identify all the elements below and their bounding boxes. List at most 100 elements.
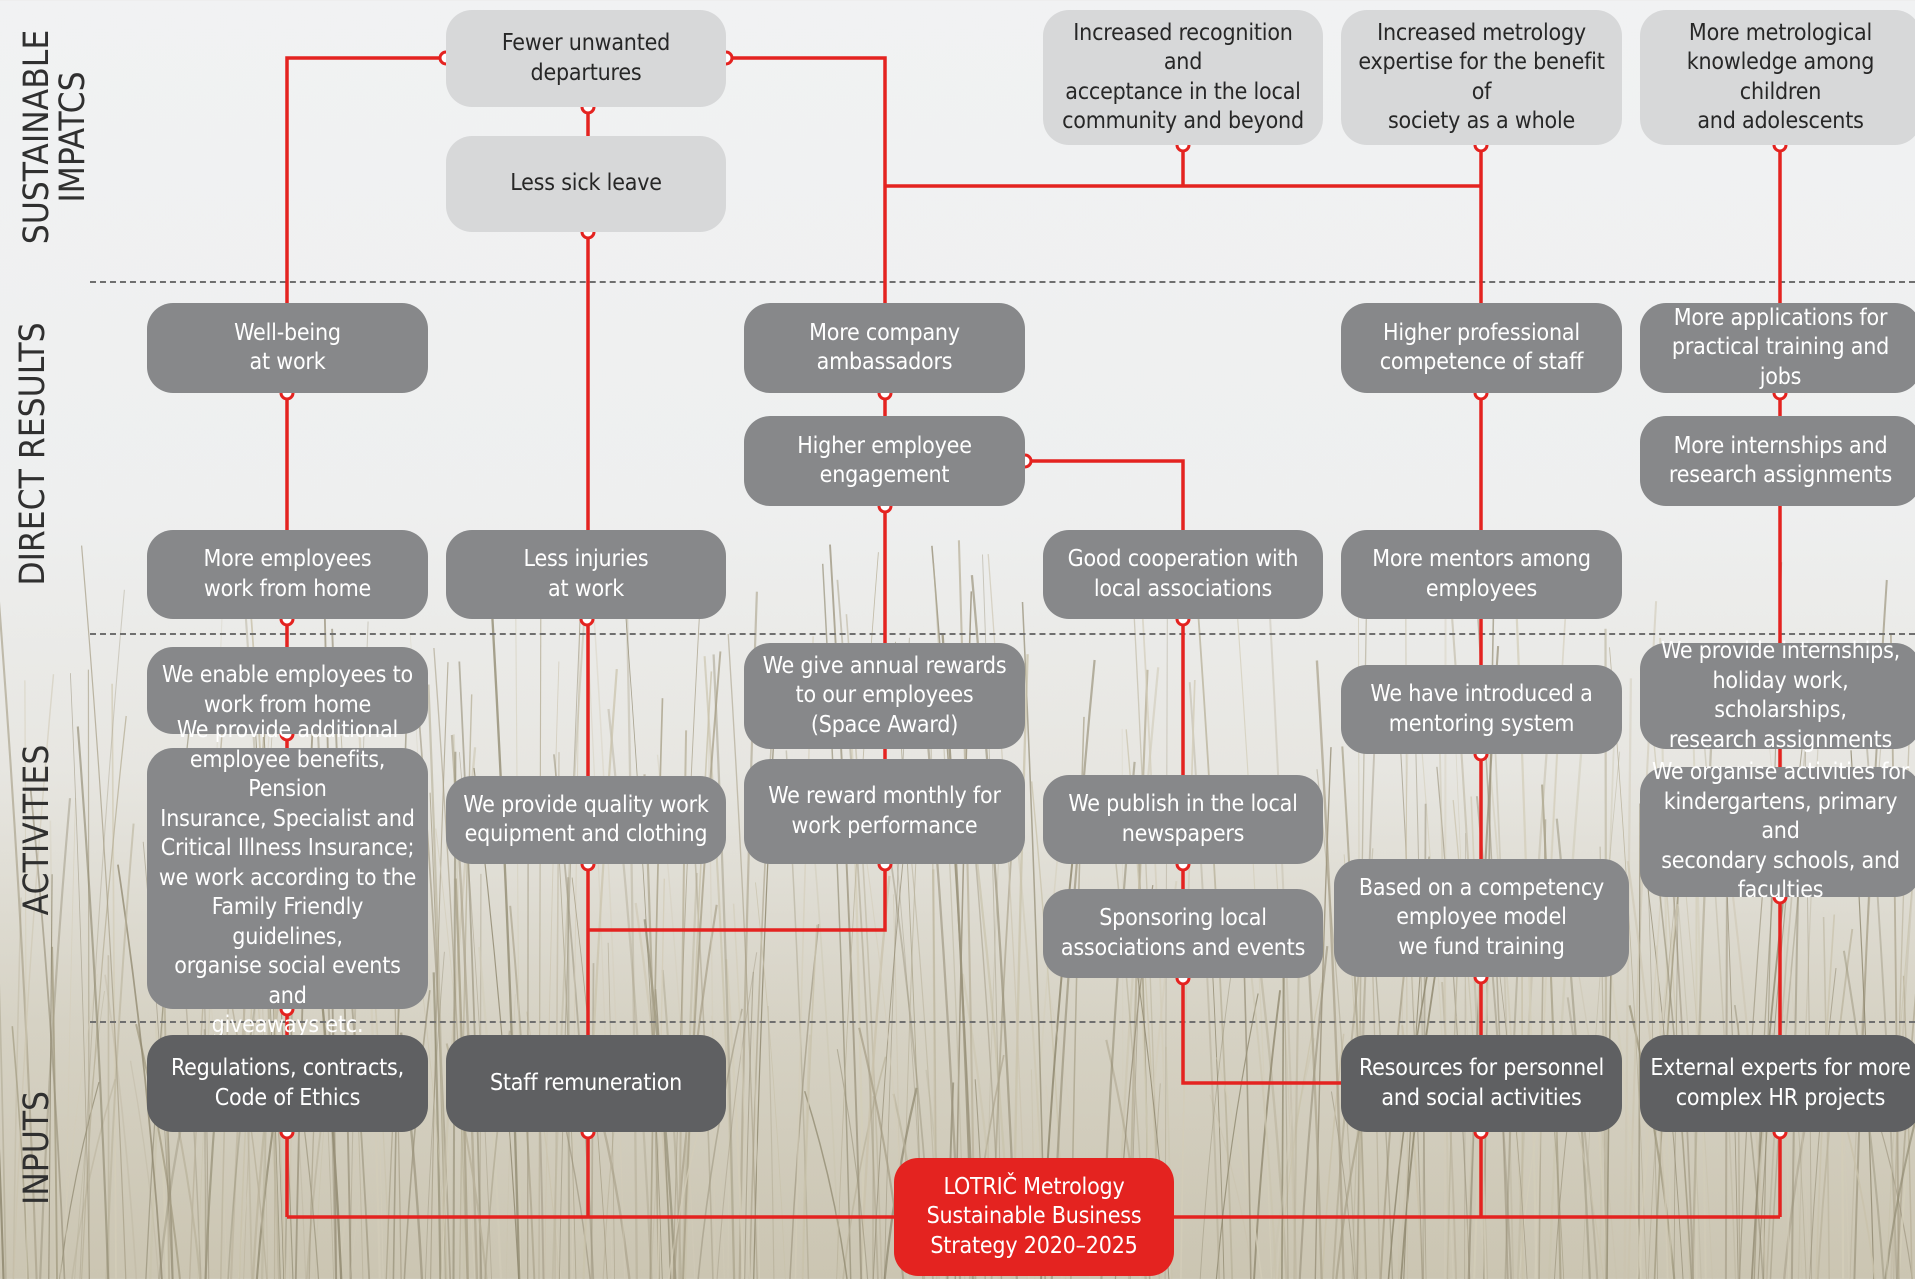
grass-blade [24,680,28,1279]
grass-blade [725,959,745,1279]
activity-school-activities: We organise activities for kindergartens… [1640,759,1915,903]
result-professional-competence: Higher professional competence of staff [1341,303,1622,393]
result-wellbeing: Well-being at work [147,303,428,393]
connector-line [1025,459,1185,530]
result-less-injuries: Less injuries at work [446,530,726,619]
connector-line [285,56,446,303]
result-employee-engagement: Higher employee engagement [744,416,1025,506]
activity-work-equipment: We provide quality work equipment and cl… [446,776,726,864]
grass-blade [755,882,786,1279]
grass-blade [551,620,586,1279]
grass-blade [1275,1077,1298,1279]
grass-blade [836,1049,869,1279]
grass-blade [1581,751,1621,1279]
activity-provide-internships: We provide internships, holiday work, sc… [1640,638,1915,753]
separator-results-activities [90,633,1915,635]
grass-blade [1897,1061,1915,1279]
grass-blade [111,683,117,1279]
grass-blade [403,990,431,1279]
activity-mentoring-system: We have introduced a mentoring system [1341,665,1622,754]
grass-blade [0,983,7,1279]
grass-blade [12,674,55,1279]
impact-fewer-departures: Fewer unwanted departures [446,10,726,107]
result-more-applications: More applications for practical training… [1640,303,1915,393]
grass-blade [12,897,22,1279]
activity-sponsoring: Sponsoring local associations and events [1043,889,1323,978]
grass-blade [544,661,560,1279]
grass-blade [0,1148,5,1279]
grass-blade [0,601,38,1279]
result-company-ambassadors: More company ambassadors [744,303,1025,393]
grass-blade [242,986,253,1279]
grass-blade [727,1048,731,1279]
activity-competency-training: Based on a competency employee model we … [1334,859,1629,977]
core-strategy-box: LOTRIČ Metrology Sustainable Business St… [894,1158,1174,1276]
grass-blade [1414,715,1427,1279]
activity-employee-benefits: We provide additional employee benefits,… [147,717,428,1038]
grass-blade [767,1005,775,1279]
impact-metrology-expertise: Increased metrology expertise for the be… [1341,10,1622,145]
grass-blade [732,903,751,1279]
grass-blade [1316,769,1357,1279]
grass-blade [538,610,542,1279]
connector-line [726,56,887,303]
grass-blade [1271,1037,1316,1279]
grass-blade [458,661,483,1279]
separator-impacts-results [90,281,1915,283]
impact-less-sick-leave: Less sick leave [446,136,726,232]
grass-blade [1216,1057,1263,1279]
grass-blade [1321,1033,1345,1279]
grass-blade [716,952,758,1279]
activity-monthly-rewards: We reward monthly for work performance [744,759,1025,864]
grass-blade [1437,693,1450,1279]
result-employees-work-from-home: More employees work from home [147,530,428,619]
grass-blade [1890,837,1915,1279]
grass-blade [1314,747,1332,1279]
grass-blade [135,1023,181,1279]
grass-blade [1341,746,1368,1279]
grass-blade [809,800,841,1279]
grass-blade [744,971,754,1279]
grass-blade [654,989,672,1279]
grass-blade [65,797,77,1279]
input-personnel-resources: Resources for personnel and social activ… [1341,1035,1622,1132]
grass-blade [505,994,516,1279]
grass-blade [1492,702,1515,1279]
grass-blade [1210,948,1225,1279]
grass-blade [432,972,442,1279]
impact-metrological-knowledge: More metrological knowledge among childr… [1640,10,1915,145]
grass-blade [104,974,138,1279]
grass-blade [1623,678,1633,1279]
connector-line [1181,978,1341,1085]
grass-blade [751,990,760,1279]
grass-blade [1604,936,1643,1279]
activity-annual-rewards: We give annual rewards to our employees … [744,643,1025,749]
grass-blade [71,1078,117,1279]
grass-blade [209,992,228,1279]
grass-blade [320,991,343,1279]
grass-blade [424,951,445,1279]
input-staff-remuneration: Staff remuneration [446,1035,726,1132]
grass-blade [80,545,127,1279]
grass-blade [1215,993,1259,1279]
impact-increased-recognition: Increased recognition and acceptance in … [1043,10,1323,145]
grass-blade [558,566,583,1279]
grass-blade [697,1008,743,1279]
grass-blade [48,874,53,1279]
grass-blade [87,669,90,1279]
grass-blade [682,651,722,1279]
grass-blade [1548,684,1589,1279]
grass-blade [1255,941,1288,1279]
input-regulations: Regulations, contracts, Code of Ethics [147,1035,428,1132]
grass-blade [1243,961,1252,1279]
activity-enable-work-from-home: We enable employees to work from home [147,647,428,734]
grass-blade [842,1056,887,1279]
separator-activities-inputs [90,1021,1915,1023]
grass-blade [430,662,449,1279]
grass-blade [1188,682,1221,1279]
grass-blade [1398,697,1410,1279]
grass-blade [672,564,703,1279]
grass-blade [76,726,110,1279]
grass-blade [51,946,58,1279]
